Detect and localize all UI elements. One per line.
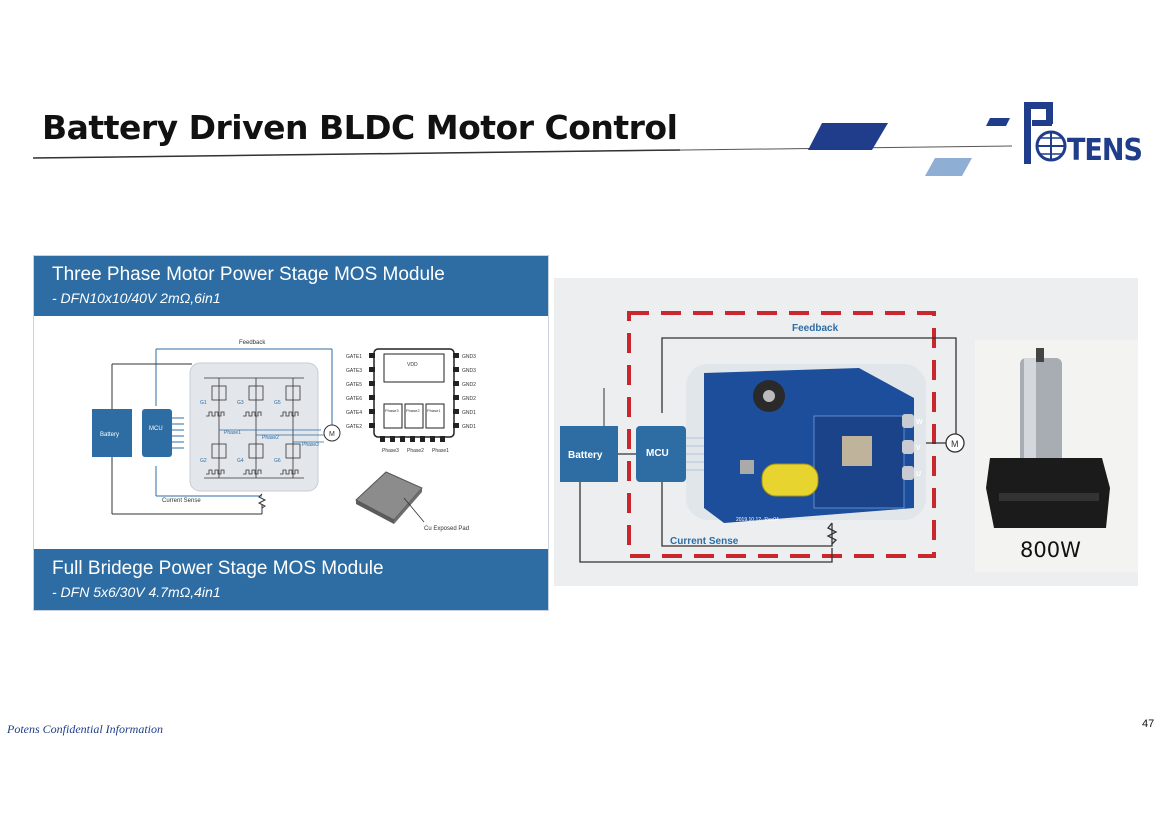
page-number: 47: [1142, 718, 1155, 730]
confidential-footer: Potens Confidential Information: [7, 722, 163, 736]
svg-text:GATE1: GATE1: [346, 354, 362, 360]
svg-text:Phase1: Phase1: [432, 448, 449, 454]
svg-text:GND1: GND1: [462, 424, 476, 430]
bottom-heading: Full Bridege Power Stage MOS Module: [52, 558, 384, 579]
phase1-label: Phase1: [224, 430, 241, 436]
bottom-heading-band: Full Bridege Power Stage MOS Module - DF…: [34, 549, 548, 610]
svg-text:GATE6: GATE6: [346, 396, 362, 402]
feedback-label: Feedback: [239, 340, 266, 346]
svg-text:M: M: [951, 439, 959, 449]
battery-label: Battery: [100, 432, 119, 438]
top-subheading: - DFN10x10/40V 2mΩ,6in1: [52, 290, 221, 306]
svg-text:G6: G6: [274, 458, 281, 464]
mcu-box: [636, 426, 686, 482]
battery-label: Battery: [568, 450, 603, 461]
svg-text:GND1: GND1: [462, 410, 476, 416]
phase3-label: Phase3: [302, 442, 319, 448]
svg-text:GATE2: GATE2: [346, 424, 362, 430]
svg-text:GND2: GND2: [462, 396, 476, 402]
svg-text:V: V: [916, 445, 921, 452]
svg-text:W: W: [916, 419, 923, 426]
wattage-label: 800W: [1020, 538, 1081, 562]
board-photo: Feedback Current Sense Battery MCU: [560, 311, 1138, 572]
motor-symbol: [945, 433, 965, 453]
svg-text:G1: G1: [200, 400, 207, 406]
mcu-box: [142, 409, 172, 457]
header-bar-light: [925, 158, 972, 176]
feedback-label: Feedback: [792, 323, 839, 334]
board-photo-panel: Feedback Current Sense Battery MCU: [554, 278, 1138, 586]
svg-text:GND3: GND3: [462, 368, 476, 374]
bottom-subheading: - DFN 5x6/30V 4.7mΩ,4in1: [52, 584, 221, 600]
battery-box: [560, 426, 618, 482]
svg-text:Phase1: Phase1: [427, 408, 441, 413]
top-heading-band: Three Phase Motor Power Stage MOS Module…: [34, 256, 548, 316]
svg-text:G5: G5: [274, 400, 281, 406]
svg-text:Phase2: Phase2: [406, 408, 420, 413]
svg-text:G3: G3: [237, 400, 244, 406]
svg-text:Phase3: Phase3: [382, 448, 399, 454]
battery-box: [92, 409, 132, 457]
current-sense-label: Current Sense: [162, 498, 201, 504]
header-decoration: [32, 118, 1013, 176]
svg-text:M: M: [329, 431, 335, 438]
exposed-pad-label: Cu Exposed Pad: [424, 526, 469, 532]
svg-text:GATE3: GATE3: [346, 368, 362, 374]
capacitor: [761, 463, 819, 497]
mcu-label: MCU: [646, 448, 669, 459]
circuit-diagram: Feedback Current Sense Battery MCU: [92, 340, 476, 532]
svg-text:Phase3: Phase3: [385, 408, 399, 413]
mos-module-panel: Three Phase Motor Power Stage MOS Module…: [33, 255, 549, 611]
phase2-label: Phase2: [262, 435, 279, 441]
board-revision: 2019.10.12--Rev04: [736, 517, 779, 523]
dashed-boundary: [627, 311, 936, 558]
potens-logo: TENS: [1024, 102, 1143, 168]
header-bar-dark: [808, 123, 888, 150]
svg-text:GATE4: GATE4: [346, 410, 362, 416]
slide-title: Battery Driven BLDC Motor Control: [42, 108, 678, 147]
svg-text:G4: G4: [237, 458, 244, 464]
mos-module-chip: [842, 436, 872, 466]
svg-text:G2: G2: [200, 458, 207, 464]
motor-symbol: [323, 424, 341, 442]
svg-text:U: U: [916, 471, 921, 478]
exposed-pad-chip: [355, 471, 423, 521]
current-sense-label: Current Sense: [670, 536, 739, 547]
svg-text:Phase2: Phase2: [407, 448, 424, 454]
top-heading: Three Phase Motor Power Stage MOS Module: [52, 264, 445, 285]
svg-text:TENS: TENS: [1067, 133, 1142, 168]
svg-text:VDD: VDD: [407, 362, 418, 368]
svg-text:GND3: GND3: [462, 354, 476, 360]
svg-text:GND2: GND2: [462, 382, 476, 388]
svg-text:GATE5: GATE5: [346, 382, 362, 388]
mcu-label: MCU: [149, 426, 163, 432]
